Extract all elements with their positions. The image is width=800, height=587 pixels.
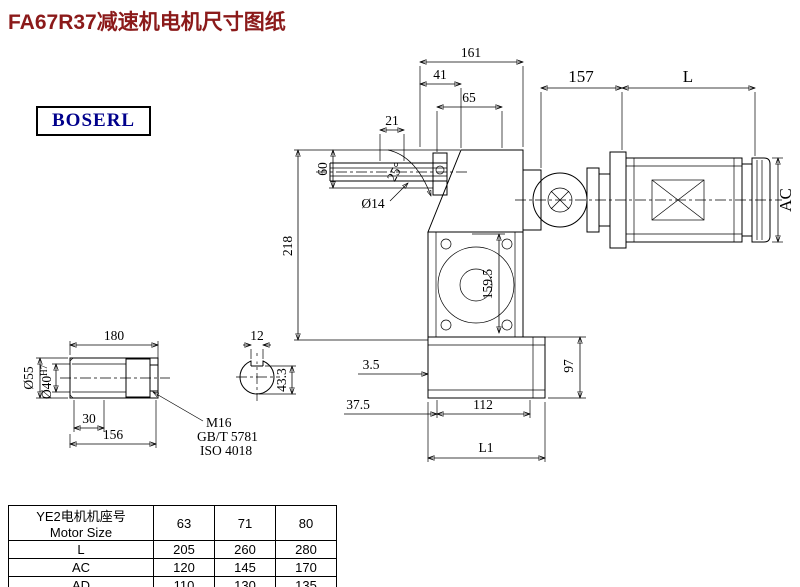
shaft-cross-section (236, 353, 280, 401)
dim-156: 156 (70, 400, 156, 448)
annotation-angle-25: 25° (384, 149, 431, 196)
dim-o40h7-label: Ø40H7 (39, 364, 54, 399)
table-header-en: Motor Size (49, 525, 113, 540)
dim-3-5-label: 3.5 (363, 357, 380, 372)
dim-41: 41 (420, 67, 461, 148)
dim-o55: Ø55 (21, 358, 68, 398)
dim-37-5-label: 37.5 (346, 397, 370, 412)
dim-25deg-label: 25° (384, 160, 406, 184)
dim-218: 218 (280, 150, 428, 340)
dim-30-label: 30 (82, 411, 96, 426)
dim-97-label: 97 (561, 359, 576, 373)
motor-nameplate (651, 179, 705, 221)
dim-12: 12 (243, 328, 271, 359)
table-frame-71: 71 (214, 505, 276, 541)
dim-65-label: 65 (462, 90, 476, 105)
dim-43-3-label: 43.3 (274, 368, 289, 392)
dim-112: 112 (437, 397, 530, 418)
bolt-label: M16 (206, 415, 232, 430)
dim-30: 30 (74, 400, 104, 432)
table-frame-80: 80 (275, 505, 337, 541)
dim-157-label: 157 (568, 67, 594, 86)
table-header-cell: YE2电机机座号 Motor Size (8, 505, 154, 541)
dim-L-label: L (683, 67, 693, 86)
std2-label: ISO 4018 (200, 443, 252, 458)
dim-AC-label: AC (776, 188, 795, 212)
dim-180: 180 (70, 328, 158, 362)
table-cell: 280 (275, 540, 337, 559)
table-row-AC: AC 120 145 170 (8, 558, 337, 577)
table-header-cn: YE2电机机座号 (36, 509, 126, 524)
dim-o14-label: Ø14 (361, 196, 384, 211)
table-cell: 260 (214, 540, 276, 559)
motor (515, 151, 782, 249)
table-row-AD: AD 110 130 135 (8, 576, 337, 587)
dim-157: 157 (541, 67, 622, 168)
table-cell: 205 (153, 540, 215, 559)
row-label: AD (8, 576, 154, 587)
gearbox-housing (427, 149, 546, 399)
dim-97: 97 (526, 337, 586, 398)
dim-159-5: 159.5 (472, 234, 505, 333)
dim-L1-label: L1 (479, 440, 494, 455)
table-header-row: YE2电机机座号 Motor Size 63 71 80 (8, 505, 337, 541)
table-cell: 145 (214, 558, 276, 577)
dim-12-label: 12 (250, 328, 264, 343)
page-title: FA67R37减速机电机尺寸图纸 (8, 11, 286, 34)
dim-112-label: 112 (473, 397, 493, 412)
brand-logo: BOSERL (36, 106, 152, 136)
dim-41-label: 41 (433, 67, 447, 82)
bolt-note: M16 GB/T 5781 ISO 4018 (153, 392, 258, 458)
dim-21-label: 21 (385, 113, 399, 128)
output-shaft (316, 162, 468, 182)
table-cell: 130 (214, 576, 276, 587)
table-cell: 120 (153, 558, 215, 577)
table-cell: 110 (153, 576, 215, 587)
dim-159-5-label: 159.5 (480, 269, 495, 300)
dim-161: 161 (420, 45, 523, 147)
shaft-detail (60, 357, 170, 399)
annotation-shaft-diameter: Ø14 (361, 183, 408, 211)
dim-21: 21 (380, 113, 404, 161)
dim-43-3: 43.3 (259, 366, 296, 394)
row-label: L (8, 540, 154, 559)
dim-60-label: 60 (315, 162, 330, 176)
std1-label: GB/T 5781 (197, 429, 258, 444)
dim-AC: AC (772, 158, 795, 242)
technical-drawing: 161 41 65 21 157 L (21, 45, 795, 462)
table-row-L: L 205 260 280 (8, 540, 337, 559)
dim-37-5: 37.5 (344, 397, 437, 414)
dim-161-label: 161 (461, 45, 481, 60)
dim-156-label: 156 (103, 427, 124, 442)
motor-size-table: YE2电机机座号 Motor Size 63 71 80 L 205 260 2… (8, 505, 337, 587)
dim-65: 65 (437, 90, 502, 152)
row-label: AC (8, 558, 154, 577)
dim-o40h7: Ø40H7 (39, 364, 70, 399)
dim-180-label: 180 (104, 328, 125, 343)
dim-L: L (622, 67, 755, 156)
dim-o55-label: Ø55 (21, 366, 36, 389)
table-frame-63: 63 (153, 505, 215, 541)
table-cell: 135 (275, 576, 337, 587)
dim-3-5: 3.5 (358, 357, 428, 374)
table-cell: 170 (275, 558, 337, 577)
dim-218-label: 218 (280, 236, 295, 257)
fan-cover (751, 157, 771, 243)
dim-L1: L1 (428, 402, 545, 462)
dim-60: 60 (294, 150, 460, 188)
